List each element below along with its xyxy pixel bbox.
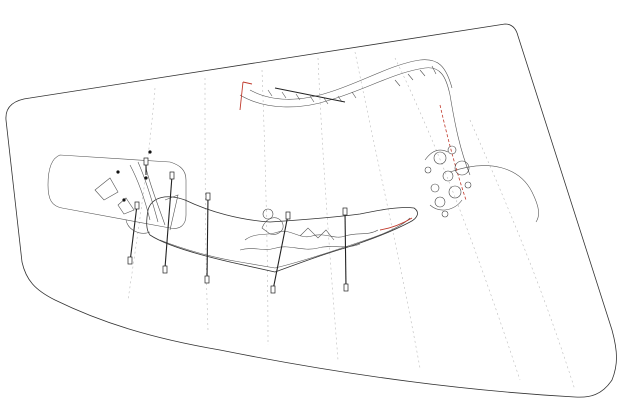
lamp-post	[204, 192, 211, 284]
left-structures	[94, 150, 179, 234]
landscape-curve	[449, 165, 539, 223]
lamp-post	[342, 207, 349, 292]
lamp-post	[162, 171, 175, 274]
lamp-post	[127, 201, 140, 265]
lamp-post	[143, 157, 149, 175]
upper-walkway	[239, 59, 471, 201]
site-boundary	[5, 23, 617, 398]
left-platform	[47, 154, 187, 229]
red-railing	[239, 81, 244, 111]
main-walkway	[146, 196, 418, 273]
guide-lines	[127, 51, 576, 391]
planting-cluster	[424, 145, 472, 218]
lamp-posts	[127, 157, 349, 294]
gathering-area	[239, 208, 379, 251]
lamp-post	[270, 211, 291, 294]
